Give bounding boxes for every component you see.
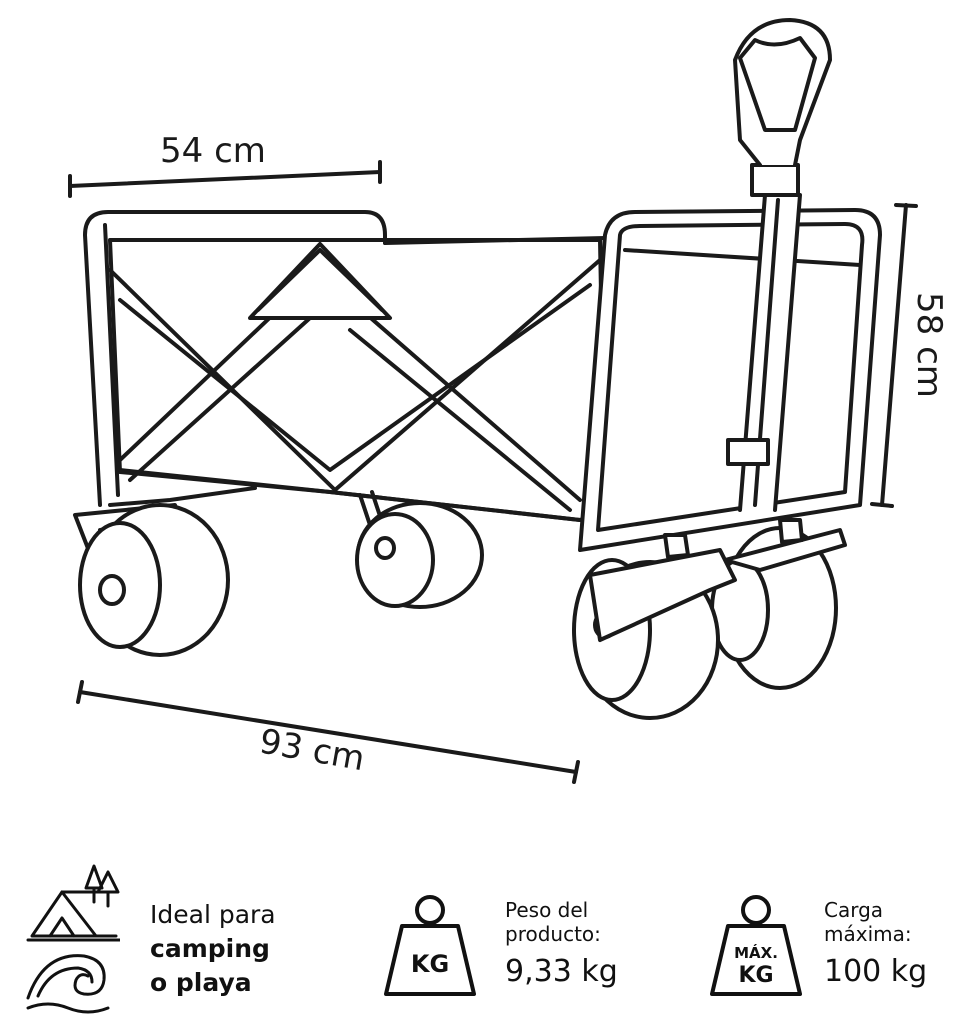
front-right-wheel: [710, 518, 847, 690]
tent-icon: [26, 864, 120, 942]
usage-line-3: o playa: [150, 968, 252, 997]
width-label: 54 cm: [160, 131, 266, 171]
features-bar: Ideal para camping o playa KG Peso del p…: [0, 840, 978, 1024]
wagon-side-panel: [578, 208, 882, 552]
height-dimension-line: [870, 203, 918, 508]
max-load-badge-top: MÁX.: [734, 943, 778, 962]
wagon-handle: [726, 18, 832, 512]
max-load-label-2: máxima:: [824, 922, 912, 946]
max-load-badge: KG: [738, 963, 773, 988]
width-dimension-line: [68, 160, 382, 198]
front-left-wheel: [572, 533, 737, 720]
weight-max-icon: MÁX. KG: [710, 895, 802, 996]
usage-line-1: Ideal para: [150, 900, 276, 929]
weight-text: Peso del producto: 9,33 kg: [505, 898, 618, 992]
max-load-text: Carga máxima: 100 kg: [824, 898, 927, 992]
weight-label-2: producto:: [505, 922, 601, 946]
wagon-illustration: 54 cm 58 cm 93 cm: [68, 18, 949, 784]
weight-icon: KG: [384, 895, 476, 996]
rear-left-wheel: [73, 503, 230, 657]
weight-value: 9,33 kg: [505, 954, 618, 989]
usage-text: Ideal para camping o playa: [150, 898, 276, 1000]
max-load-value: 100 kg: [824, 954, 928, 989]
length-label: 93 cm: [256, 721, 367, 779]
wave-icon: [26, 954, 110, 1014]
height-label: 58 cm: [909, 292, 949, 398]
max-load-label-1: Carga: [824, 898, 884, 922]
rear-right-wheel: [355, 501, 484, 609]
weight-badge: KG: [411, 950, 449, 978]
usage-line-2: camping: [150, 934, 270, 963]
length-dimension-line: [76, 680, 580, 784]
weight-label-1: Peso del: [505, 898, 589, 922]
